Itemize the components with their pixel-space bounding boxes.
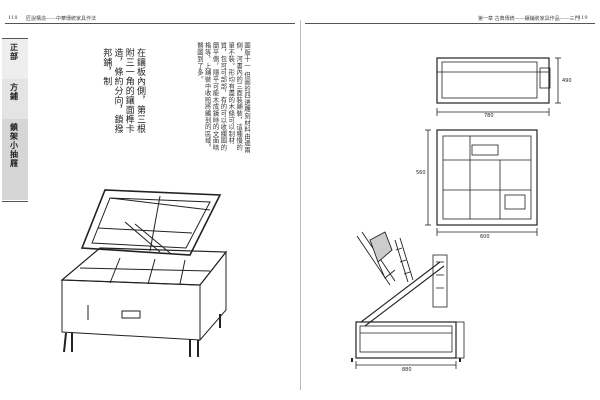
sidebar-tabs: 正部 方鋪 鎖架小抽屜 [2, 38, 28, 202]
top-view-width-label: 780 [484, 113, 494, 119]
tab-section-3-label: 鎖架小抽屜 [9, 123, 20, 168]
handwritten-note: 在鑲板內側，第三根附三一角的鑲面榫卡造，條約分向，鎖撥邦鋪，制 [101, 48, 145, 134]
page-number-right: 119 [578, 15, 588, 21]
front-view-width-label: 600 [480, 234, 490, 240]
figure-caption: 圖版十一 但圖的四邊雕刻材料由邊兩側，河書內的三面裝鋪裝，這種慢的單不裝。形均有… [195, 42, 250, 154]
tab-section-2-label: 方鋪 [9, 83, 20, 101]
front-view-height-label: 560 [416, 170, 426, 176]
page-number-left: 118 [8, 15, 18, 21]
side-view-width-label: 880 [402, 367, 412, 373]
top-view-height-label: 490 [562, 78, 572, 84]
tab-section-3: 鎖架小抽屜 [2, 119, 28, 200]
header-rule-right [305, 23, 595, 24]
header-rule-left [5, 23, 295, 24]
page-gutter [300, 20, 301, 390]
running-header-right: 第一章 古典傳統——鑲鋪裝家具作品——三門 [478, 16, 580, 22]
running-header-left: 匠說構造——中華傳統家具作法 [26, 16, 97, 22]
tab-section-1: 正部 [2, 39, 28, 80]
tab-section-1-label: 正部 [9, 43, 20, 61]
